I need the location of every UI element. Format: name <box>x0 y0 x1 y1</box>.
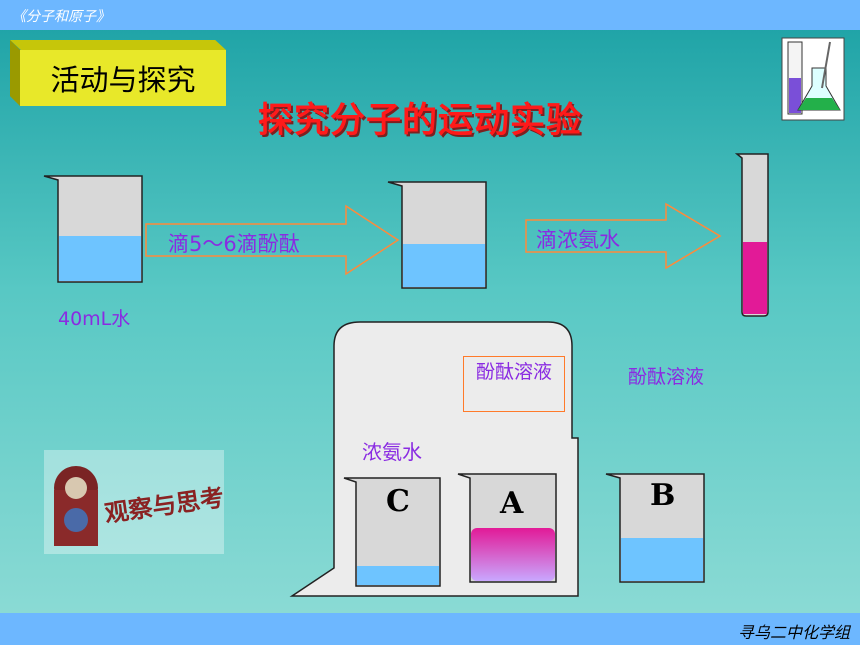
beaker-phenolphthalein <box>387 181 487 289</box>
beaker-b <box>605 473 705 583</box>
test-tube <box>734 153 769 317</box>
footer-bar: 寻乌二中化学组 <box>0 613 860 645</box>
arrow2-label: 滴浓氨水 <box>536 228 620 252</box>
arrow-1 <box>145 204 400 276</box>
header-bar: 《分子和原子》 <box>0 0 860 30</box>
arrow-2 <box>525 202 722 270</box>
water-label: 40mL水 <box>58 308 131 330</box>
beaker-c-label: C <box>386 484 410 519</box>
ammonia-label: 浓氨水 <box>362 440 422 464</box>
inner-phenolphthalein-label: 酚酞溶液 <box>463 356 565 412</box>
badge-label: 活动与探究 <box>20 50 226 106</box>
arrow1-label: 滴5～6滴酚酞 <box>168 232 300 256</box>
slide-title: 探究分子的运动实验 <box>258 101 583 141</box>
header-title: 《分子和原子》 <box>12 9 110 25</box>
observe-and-think-image: 观察与思考 <box>44 450 224 554</box>
activity-badge: 活动与探究 <box>10 40 226 110</box>
beaker-a-label: A <box>500 486 524 521</box>
beaker-c <box>343 477 441 587</box>
outer-phenolphthalein-label: 酚酞溶液 <box>627 366 704 388</box>
beaker-water <box>43 175 143 283</box>
footer-text: 寻乌二中化学组 <box>737 623 850 642</box>
beaker-a <box>457 473 557 583</box>
beaker-b-label: B <box>650 478 676 513</box>
